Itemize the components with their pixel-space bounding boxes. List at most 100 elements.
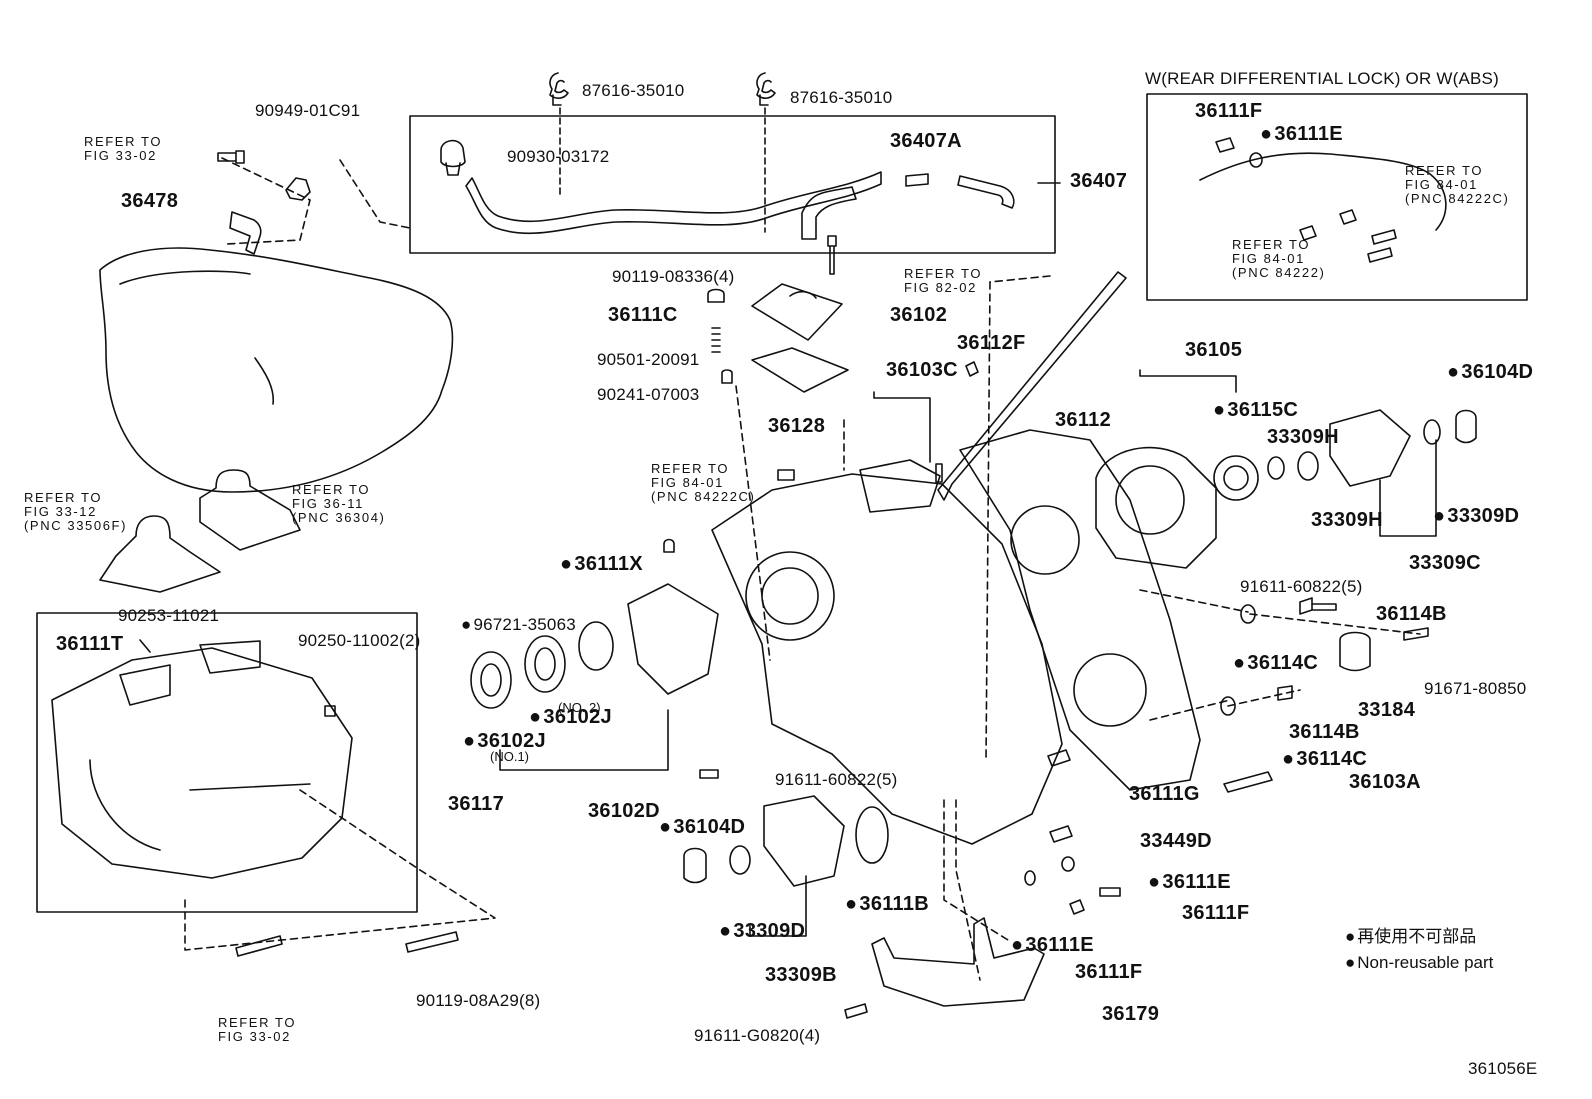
label-36128: 36128	[768, 415, 826, 437]
rear-cover-36105	[1095, 446, 1217, 569]
bearing-36102J-no1	[470, 651, 512, 709]
label-90930-03172: 90930-03172	[507, 147, 610, 166]
ref-fig-82-02: REFER TO FIG 82-02	[904, 267, 982, 295]
cap-33184	[1339, 631, 1371, 672]
label-no1: (NO.1)	[490, 749, 529, 764]
ref-fig-33-12: REFER TO FIG 33-12 (PNC 33506F)	[24, 491, 127, 533]
flange-33309C	[1329, 409, 1411, 487]
label-36104d-top: 36104D	[1447, 362, 1533, 382]
ref-line: FIG 33-02	[84, 148, 157, 163]
label-inset-36111e: 36111E	[1260, 124, 1343, 144]
ref-line: FIG 82-02	[904, 280, 977, 295]
label-90949-01c91: 90949-01C91	[255, 101, 361, 120]
label-36114b-b: 36114B	[1289, 721, 1360, 743]
ref-line: FIG 33-12	[24, 504, 97, 519]
inset-frame	[1146, 93, 1528, 301]
label-36111t: 36111T	[56, 633, 124, 655]
label-33309b: 33309B	[765, 964, 837, 986]
label-90241-07003: 90241-07003	[597, 385, 700, 404]
label-36111x: 36111X	[560, 554, 643, 574]
label-33309c: 33309C	[1409, 552, 1481, 574]
ref-inset-84222c: REFER TO FIG 84-01 (PNC 84222C)	[1405, 164, 1509, 206]
legend-japanese: 再使用不可部品	[1345, 928, 1476, 945]
ref-fig-33-02-bottom: REFER TO FIG 33-02	[218, 1016, 296, 1044]
label-36112f: 36112F	[957, 332, 1026, 354]
label-36407: 36407	[1070, 170, 1128, 192]
label-no2: (NO. 2)	[558, 700, 601, 715]
label-33309h-a: 33309H	[1267, 426, 1339, 448]
ref-line: REFER TO	[24, 490, 103, 505]
hose-group-frame	[409, 115, 1056, 254]
legend-non-reusable: Non-reusable part	[1345, 954, 1493, 971]
label-33309d-bottom: 33309D	[719, 921, 805, 941]
ref-line: REFER TO	[651, 461, 730, 476]
label-36179: 36179	[1102, 1003, 1160, 1025]
label-90119-08336: 90119-08336(4)	[612, 267, 735, 286]
label-96721-35063: 96721-35063	[461, 616, 576, 633]
label-36111c: 36111C	[608, 304, 678, 326]
ref-line: REFER TO	[218, 1015, 297, 1030]
label-90250-11002: 90250-11002(2)	[298, 631, 421, 650]
ref-line: REFER TO	[904, 266, 983, 281]
bracket-36478	[229, 211, 262, 255]
label-36102j-no1: 36102J	[463, 731, 546, 751]
label-91611-60822-top: 91611-60822(5)	[1240, 577, 1363, 596]
ref-line: (PNC 36304)	[292, 510, 386, 525]
label-33309h-b: 33309H	[1311, 509, 1383, 531]
label-36111b: 36111B	[845, 894, 929, 914]
label-33449d: 33449D	[1140, 830, 1212, 852]
ref-line: (PNC 84222)	[1232, 265, 1326, 280]
label-36111e-a: 36111E	[1148, 872, 1231, 892]
ref-line: FIG 36-11	[292, 496, 364, 511]
label-36111f-a: 36111F	[1182, 902, 1250, 924]
label-90119-08a29: 90119-08A29(8)	[416, 991, 541, 1010]
label-36102j-no2: 36102J	[529, 707, 612, 727]
label-90501-20091: 90501-20091	[597, 350, 700, 369]
extension-housing-36117	[51, 647, 353, 879]
hose-clip-right	[756, 72, 776, 106]
label-36103c: 36103C	[886, 359, 958, 381]
label-36103a: 36103A	[1349, 771, 1421, 793]
label-87616-35010-left: 87616-35010	[582, 81, 685, 100]
ref-inset-84222: REFER TO FIG 84-01 (PNC 84222)	[1232, 238, 1325, 280]
bracket-36179	[871, 917, 1045, 1007]
ref-line: (PNC 84222C)	[651, 489, 756, 504]
bearing-36102J-no2	[524, 635, 566, 693]
ref-line: FIG 84-01	[651, 475, 724, 490]
ref-line: REFER TO	[292, 482, 371, 497]
label-36111e-b: 36111E	[1011, 935, 1094, 955]
gasket-36128	[751, 347, 849, 393]
label-36111g: 36111G	[1129, 783, 1200, 805]
label-90253-11021: 90253-11021	[118, 606, 220, 625]
option-title: W(REAR DIFFERENTIAL LOCK) OR W(ABS)	[1145, 69, 1499, 88]
extension-housing-frame	[36, 612, 418, 913]
ref-line: REFER TO	[84, 134, 163, 149]
label-36112: 36112	[1055, 409, 1112, 431]
breather-plug	[440, 139, 466, 176]
flange-33309B	[763, 795, 845, 887]
transfer-case-rear	[959, 429, 1201, 791]
label-36111f-b: 36111F	[1075, 961, 1143, 983]
transmission-case	[99, 247, 454, 493]
label-36114b-a: 36114B	[1376, 603, 1447, 625]
shift-housing-36304	[199, 469, 301, 551]
hose-clip-left	[549, 72, 569, 106]
label-87616-35010-right: 87616-35010	[790, 88, 893, 107]
label-33184: 33184	[1358, 699, 1416, 721]
breather-hose	[465, 171, 882, 235]
label-33309d-top: 33309D	[1433, 506, 1519, 526]
cover-36102	[751, 283, 843, 341]
ref-line: REFER TO	[1405, 163, 1484, 178]
ref-line: FIG 84-01	[1232, 251, 1305, 266]
o-ring-96721	[578, 621, 614, 671]
ref-fig-36-11: REFER TO FIG 36-11 (PNC 36304)	[292, 483, 385, 525]
transfer-case-front	[711, 473, 1063, 845]
label-36105: 36105	[1185, 339, 1243, 361]
label-91611-g0820: 91611-G0820(4)	[694, 1026, 821, 1045]
label-36102d: 36102D	[588, 800, 660, 822]
ref-line: FIG 33-02	[218, 1029, 291, 1044]
label-36114c-a: 36114C	[1233, 653, 1318, 673]
ref-line: FIG 84-01	[1405, 177, 1478, 192]
bearing-36115C	[1213, 455, 1259, 501]
